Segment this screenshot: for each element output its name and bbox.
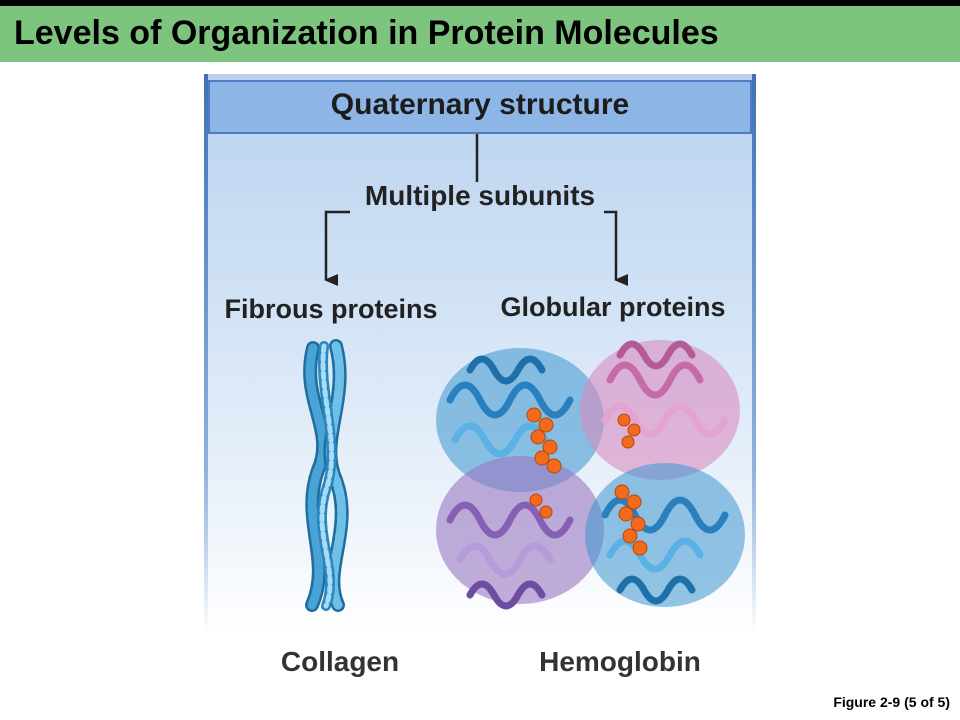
connector-right-branch <box>604 210 628 286</box>
globular-proteins-label: Globular proteins <box>500 292 726 322</box>
hemoglobin-tetramer-illustration <box>436 340 745 610</box>
collagen-caption: Collagen <box>280 646 400 677</box>
collagen-triple-helix-illustration <box>303 339 349 612</box>
connector-left-branch <box>324 210 350 286</box>
figure-reference: Figure 2-9 (5 of 5) <box>833 694 950 710</box>
title-background <box>0 6 960 62</box>
panel-right-edge <box>752 74 756 634</box>
hemoglobin-caption: Hemoglobin <box>539 646 701 677</box>
title-bar: Levels of Organization in Protein Molecu… <box>0 0 960 64</box>
structure-header-box <box>208 80 752 134</box>
panel-left-edge <box>204 74 208 634</box>
slide-title: Levels of Organization in Protein Molecu… <box>14 14 719 52</box>
structure-header-label: Quaternary structure <box>330 88 630 121</box>
multiple-subunits-label: Multiple subunits <box>364 180 596 211</box>
fibrous-proteins-label: Fibrous proteins <box>224 294 438 324</box>
title-top-rule <box>0 0 960 6</box>
